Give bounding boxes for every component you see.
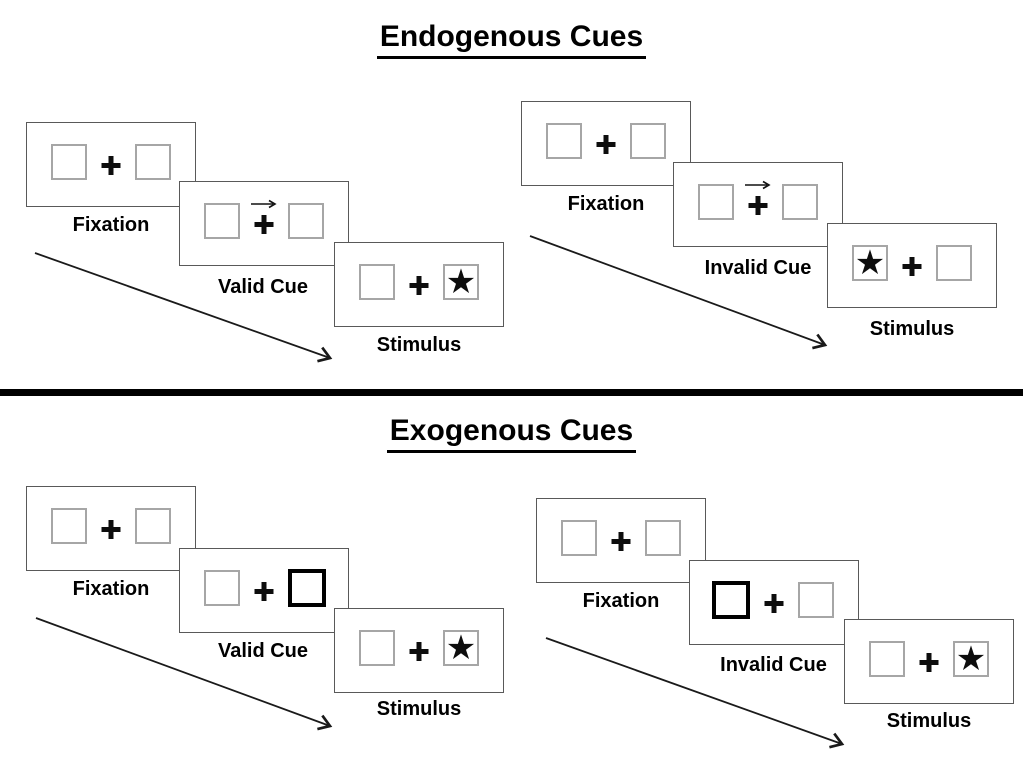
- placeholder-box: [869, 641, 905, 677]
- placeholder-box: [546, 123, 582, 159]
- stimulus-card: ★: [334, 608, 504, 693]
- fixation-cross-icon: [611, 532, 631, 551]
- card-label: Fixation: [72, 578, 150, 600]
- fixation-cross-icon: [919, 653, 939, 672]
- fixation-card: [26, 486, 196, 571]
- cue-card: [673, 162, 843, 247]
- highlight-box: [712, 581, 750, 619]
- cue-card: [689, 560, 859, 645]
- placeholder-box: [630, 123, 666, 159]
- stimulus-box: ★: [852, 245, 888, 281]
- star-icon: ★: [854, 243, 886, 283]
- placeholder-box: [561, 520, 597, 556]
- placeholder-box: [798, 582, 834, 618]
- card-label: Valid Cue: [217, 276, 309, 298]
- placeholder-box: [936, 245, 972, 281]
- cue-arrow-icon: [745, 180, 771, 190]
- fixation-cross-icon: [409, 276, 429, 295]
- star-icon: ★: [955, 639, 987, 679]
- placeholder-box: [51, 144, 87, 180]
- placeholder-box: [51, 508, 87, 544]
- section-title-endogenous: Endogenous Cues: [376, 20, 647, 59]
- stimulus-box: ★: [443, 630, 479, 666]
- placeholder-box: [782, 184, 818, 220]
- placeholder-box: [698, 184, 734, 220]
- stimulus-card: ★: [844, 619, 1014, 704]
- placeholder-box: [645, 520, 681, 556]
- highlight-box: [288, 569, 326, 607]
- card-label: Stimulus: [886, 710, 972, 732]
- card-label: Fixation: [582, 590, 660, 612]
- fixation-cross-icon: [902, 257, 922, 276]
- placeholder-box: [135, 508, 171, 544]
- placeholder-box: [204, 570, 240, 606]
- card-label: Fixation: [567, 193, 645, 215]
- card-label: Invalid Cue: [720, 654, 827, 676]
- placeholder-box: [135, 144, 171, 180]
- timeline-arrow: [34, 252, 333, 363]
- stimulus-box: ★: [443, 264, 479, 300]
- card-label: Invalid Cue: [704, 257, 812, 279]
- fixation-cross-icon: [596, 135, 616, 154]
- timeline-arrow: [529, 235, 828, 350]
- timeline-arrow: [35, 617, 333, 731]
- placeholder-box: [204, 203, 240, 239]
- cue-card: [179, 548, 349, 633]
- placeholder-box: [359, 264, 395, 300]
- cue-arrow-icon: [251, 199, 277, 209]
- fixation-cross-icon: [764, 594, 784, 613]
- fixation-cross-icon: [409, 642, 429, 661]
- star-icon: ★: [445, 628, 477, 668]
- stimulus-card: ★: [827, 223, 997, 308]
- cue-card: [179, 181, 349, 266]
- fixation-cross-icon: [254, 215, 274, 234]
- placeholder-box: [359, 630, 395, 666]
- fixation-cross-icon: [101, 156, 121, 175]
- placeholder-box: [288, 203, 324, 239]
- section-title-exogenous: Exogenous Cues: [386, 414, 637, 453]
- fixation-card: [26, 122, 196, 207]
- stimulus-card: ★: [334, 242, 504, 327]
- fixation-cross-icon: [101, 520, 121, 539]
- card-label: Valid Cue: [217, 640, 309, 662]
- card-label: Stimulus: [376, 334, 462, 356]
- card-label: Fixation: [72, 214, 150, 236]
- card-label: Stimulus: [869, 318, 955, 340]
- stimulus-box: ★: [953, 641, 989, 677]
- section-divider-line: [0, 389, 1023, 396]
- fixation-cross-icon: [254, 582, 274, 601]
- fixation-card: [536, 498, 706, 583]
- fixation-card: [521, 101, 691, 186]
- fixation-cross-icon: [748, 196, 768, 215]
- card-label: Stimulus: [376, 698, 462, 720]
- star-icon: ★: [445, 262, 477, 302]
